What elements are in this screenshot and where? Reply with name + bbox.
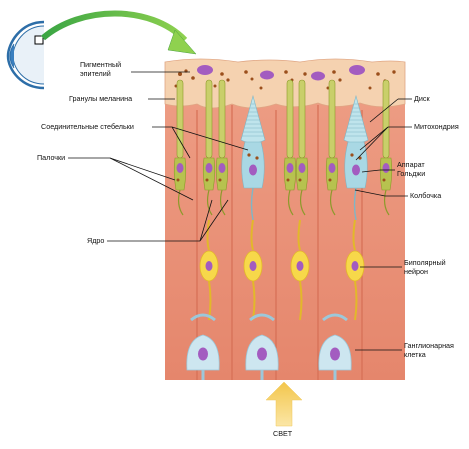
bipolar-nucleus: [206, 261, 213, 271]
label-disc: Диск: [414, 95, 430, 103]
rod-mitochondria: [177, 179, 180, 182]
rod-nucleus: [219, 163, 226, 173]
label-cone: Колбочка: [410, 192, 441, 200]
label-light: СВЕТ: [273, 430, 292, 438]
label-connecting-cilia: Соединительные стебельки: [41, 123, 134, 131]
cone-nucleus: [352, 165, 360, 176]
rod-inner-segment: [216, 158, 228, 190]
rod-outer-segment: [329, 80, 335, 158]
label-rods: Палочки: [37, 154, 65, 162]
rod-inner-segment: [284, 158, 296, 190]
zoom-arrow-icon: [43, 14, 196, 55]
rod-nucleus: [177, 163, 184, 173]
pigment-epithelium: [165, 59, 405, 108]
eye-icon: [8, 22, 44, 88]
ganglion-nucleus: [330, 348, 340, 361]
light-arrow-icon: [266, 382, 302, 426]
cone-mitochondria: [255, 156, 258, 159]
rod-mitochondria: [206, 179, 209, 182]
rod-nucleus: [287, 163, 294, 173]
rod-outer-segment: [177, 80, 183, 158]
rod-mitochondria: [287, 179, 290, 182]
cone-mitochondria: [350, 153, 353, 156]
rod-nucleus: [206, 163, 213, 173]
retina-tissue-block: [165, 62, 405, 380]
cone-mitochondria: [247, 153, 250, 156]
rod-inner-segment: [203, 158, 215, 190]
rod-inner-segment: [380, 158, 392, 190]
rod-mitochondria: [329, 179, 332, 182]
rod-mitochondria: [299, 179, 302, 182]
rod-inner-segment: [296, 158, 308, 190]
bipolar-nucleus: [250, 261, 257, 271]
label-pigment-epithelium-2: эпителий: [80, 70, 111, 78]
ganglion-nucleus: [257, 348, 267, 361]
rod-nucleus: [299, 163, 306, 173]
label-mitochondria: Митохондрия: [414, 123, 459, 131]
rod-outer-segment: [219, 80, 225, 158]
label-ganglion-2: клетка: [404, 351, 426, 359]
rod-nucleus: [329, 163, 336, 173]
rod-inner-segment: [326, 158, 338, 190]
rod-inner-segment: [174, 158, 186, 190]
ganglion-nucleus: [198, 348, 208, 361]
rod-outer-segment: [383, 80, 389, 158]
bipolar-nucleus: [297, 261, 304, 271]
label-nucleus: Ядро: [87, 237, 104, 245]
label-melanin-granules: Гранулы меланина: [69, 95, 132, 103]
label-golgi-2: Гольджи: [397, 170, 425, 178]
rod-nucleus: [383, 163, 390, 173]
rod-outer-segment: [287, 80, 293, 158]
label-bipolar-2: нейрон: [404, 268, 428, 276]
rod-outer-segment: [206, 80, 212, 158]
cone-nucleus: [249, 165, 257, 176]
rod-mitochondria: [383, 179, 386, 182]
rod-outer-segment: [299, 80, 305, 158]
rod-mitochondria: [219, 179, 222, 182]
bipolar-nucleus: [352, 261, 359, 271]
